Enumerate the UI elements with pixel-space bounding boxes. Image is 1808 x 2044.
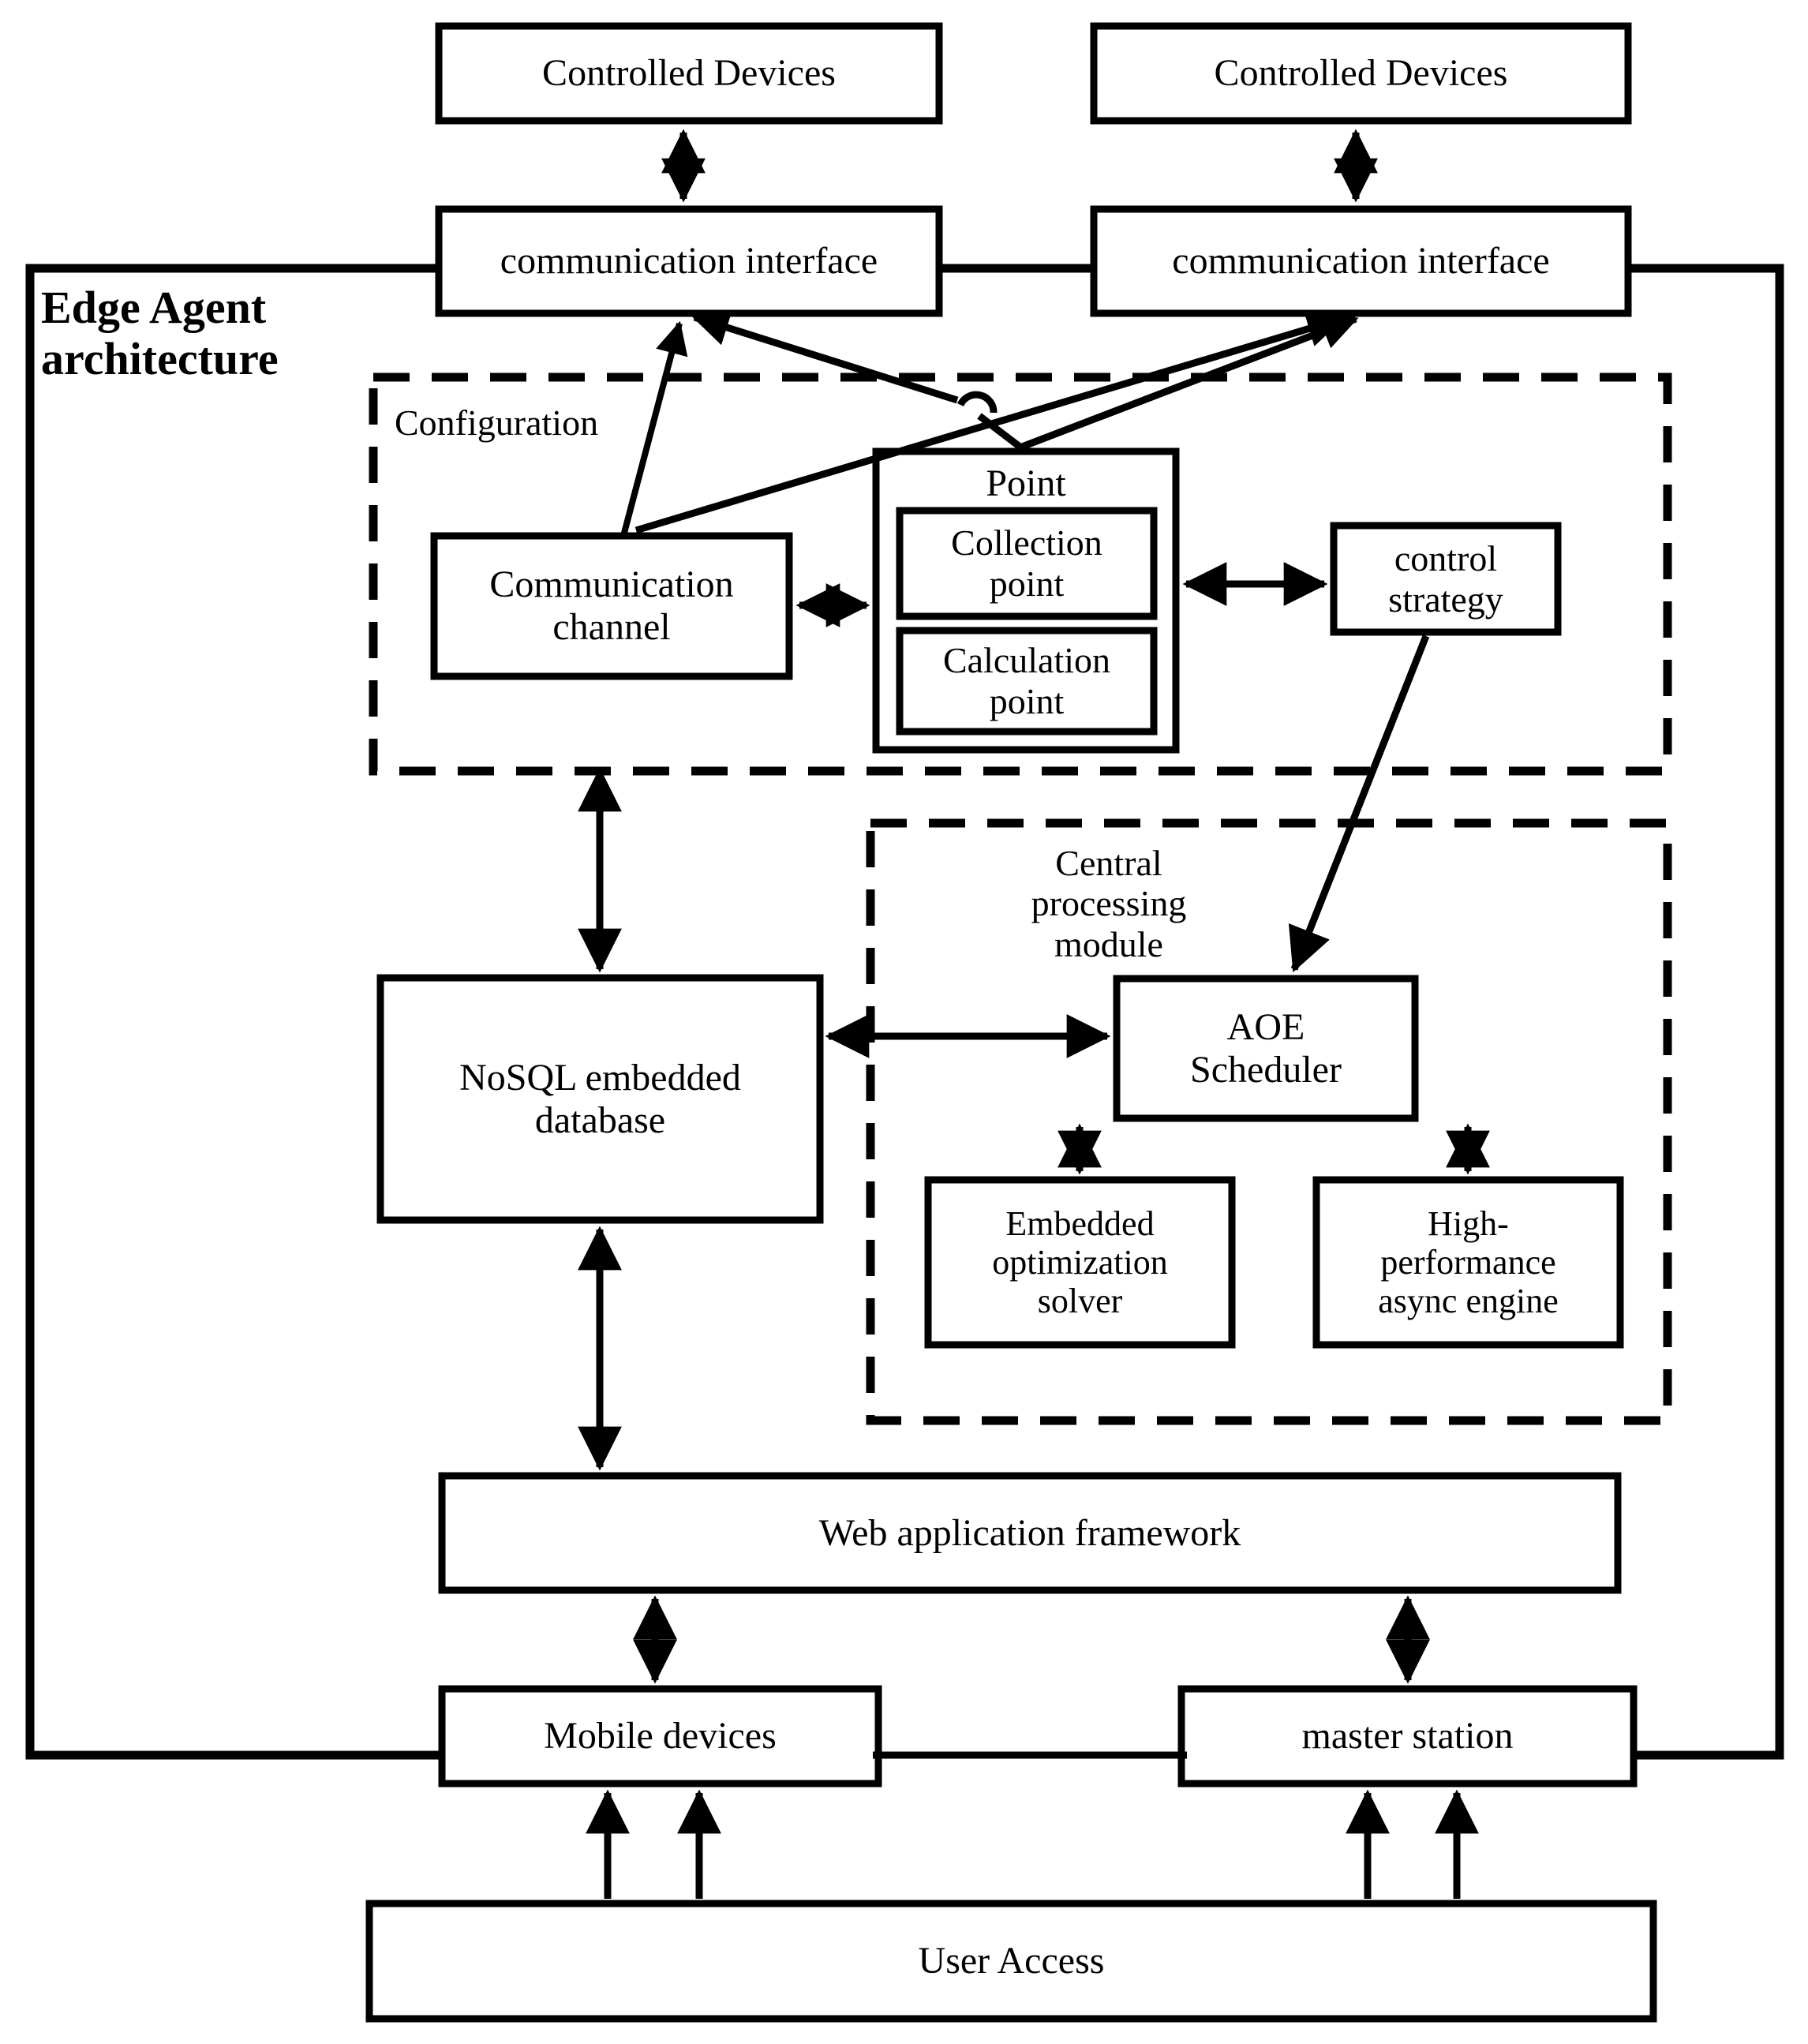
calculation-point-box [896, 627, 1158, 736]
master-station-box [1177, 1685, 1638, 1788]
central-processing-group-boundary [866, 818, 1672, 1425]
edge-channel-ci-left [620, 320, 688, 537]
edge-control-strategy-aoe [1288, 635, 1430, 973]
controlled-devices-left-box [435, 22, 943, 125]
configuration-group-boundary [369, 372, 1672, 776]
async-engine-box [1312, 1176, 1624, 1349]
mobile-devices-box [438, 1685, 882, 1788]
communication-channel-box [430, 532, 793, 680]
collection-point-box [896, 507, 1158, 620]
line-hop-arc [956, 391, 998, 414]
edge-point-ci-right [1016, 313, 1359, 452]
communication-interface-left-box [435, 205, 943, 317]
web-framework-box [438, 1472, 1622, 1594]
control-strategy-box [1330, 522, 1562, 636]
edge-channel-ci-right [634, 310, 1345, 534]
user-access-box [365, 1900, 1657, 2023]
embedded-solver-box [924, 1176, 1236, 1349]
nosql-database-box [376, 974, 824, 1224]
aoe-scheduler-box [1113, 975, 1419, 1122]
communication-interface-right-box [1090, 205, 1632, 317]
controlled-devices-right-box [1090, 22, 1632, 125]
